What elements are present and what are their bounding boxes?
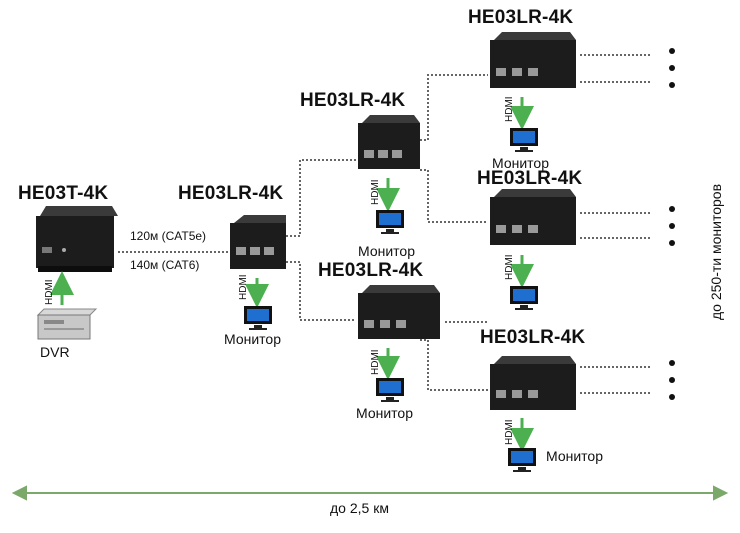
receiver-box-5 [490, 189, 576, 245]
monitor-icon-4 [510, 128, 538, 152]
cable-rx2-rx5 [420, 169, 488, 223]
monitor-label: Монитор [224, 331, 281, 347]
monitor-icon-3 [376, 378, 404, 402]
cable-rx1-rx2 [286, 159, 356, 237]
cable-cat5e-label: 120м (CAT5e) [130, 229, 207, 243]
monitor-icon-1 [244, 306, 272, 330]
monitor-label: Монитор [356, 405, 413, 421]
cable-rx2-rx4 [420, 74, 488, 141]
receiver-title: HE03LR-4K [480, 327, 586, 348]
receiver-title: HE03LR-4K [477, 168, 583, 189]
monitor-icon-2 [376, 210, 404, 234]
continuation-dots [669, 48, 675, 400]
receiver-title: HE03LR-4K [468, 7, 574, 28]
monitor-label: Монитор [358, 243, 415, 259]
cable-rx1-rx3 [286, 261, 356, 321]
receiver-box-6 [490, 356, 576, 410]
monitor-icon-5 [510, 286, 538, 310]
transmitter-title: HE03T-4K [18, 183, 109, 204]
hdmi-label: HDMI [370, 349, 381, 375]
hdmi-label: HDMI [370, 179, 381, 205]
receiver-box-1 [230, 215, 286, 269]
cables [118, 54, 650, 394]
cable-cat6-label: 140м (CAT6) [130, 258, 200, 272]
distance-label: до 2,5 км [330, 500, 389, 516]
monitor-icon-6 [508, 448, 536, 472]
receiver-title: HE03LR-4K [318, 260, 424, 281]
monitor-label: Монитор [492, 155, 549, 171]
distance-span [11, 485, 729, 501]
receiver-box-4 [490, 32, 576, 88]
dvr-label: DVR [40, 344, 70, 360]
receiver-title: HE03LR-4K [300, 90, 406, 111]
receiver-title: HE03LR-4K [178, 183, 284, 204]
monitor-label: Монитор [546, 448, 603, 464]
capacity-label: до 250-ти мониторов [708, 183, 724, 320]
receiver-box-2 [358, 115, 420, 169]
cable-rx3-rx6 [420, 339, 488, 391]
hdmi-label: HDMI [238, 274, 249, 300]
hdmi-label: HDMI [504, 254, 515, 280]
hdmi-label: HDMI [504, 96, 515, 122]
hdmi-label: HDMI [504, 419, 515, 445]
receiver-box-3 [358, 285, 440, 339]
dvr-icon [36, 308, 98, 340]
hdmi-label: HDMI [44, 279, 55, 305]
transmitter-box [36, 206, 118, 272]
